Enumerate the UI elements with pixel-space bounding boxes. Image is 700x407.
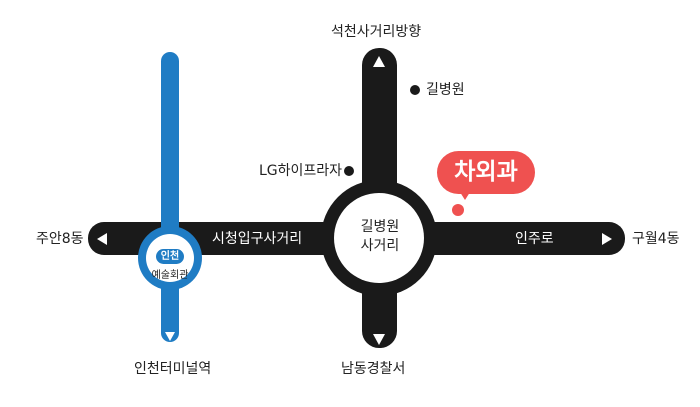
destination-bubble: 차외과 xyxy=(437,151,535,194)
gil-hospital-marker xyxy=(410,85,420,95)
east-direction-label: 구월4동 xyxy=(632,231,680,247)
lg-plaza-marker xyxy=(344,166,354,176)
arrow-left-icon xyxy=(97,233,107,245)
subway-line xyxy=(161,52,179,342)
station-name: 예술회관 xyxy=(151,270,189,281)
intersection-label-line1: 길병원 xyxy=(360,219,400,235)
lg-plaza-label: LG하이프라자 xyxy=(259,163,343,179)
intersection-label-line2: 사거리 xyxy=(360,238,400,254)
subway-terminal-label: 인천터미널역 xyxy=(134,361,212,377)
north-direction-label: 석천사거리방향 xyxy=(331,24,422,40)
arrow-up-icon xyxy=(373,56,385,67)
destination-bubble-tail xyxy=(458,189,472,200)
west-direction-label: 주안8동 xyxy=(36,231,84,247)
west-road-name: 시청입구사거리 xyxy=(212,231,303,247)
roundabout-center xyxy=(334,193,424,283)
east-road-name: 인주로 xyxy=(515,231,554,247)
station-badge: 인천 xyxy=(156,249,184,264)
arrow-right-icon xyxy=(602,233,612,245)
south-direction-label: 남동경찰서 xyxy=(341,361,406,377)
destination-marker xyxy=(452,204,464,216)
intersection-label: 길병원 사거리 xyxy=(350,218,410,256)
arrow-down-icon xyxy=(373,334,385,345)
subway-arrow-down-icon xyxy=(165,332,175,341)
gil-hospital-label: 길병원 xyxy=(426,82,465,98)
